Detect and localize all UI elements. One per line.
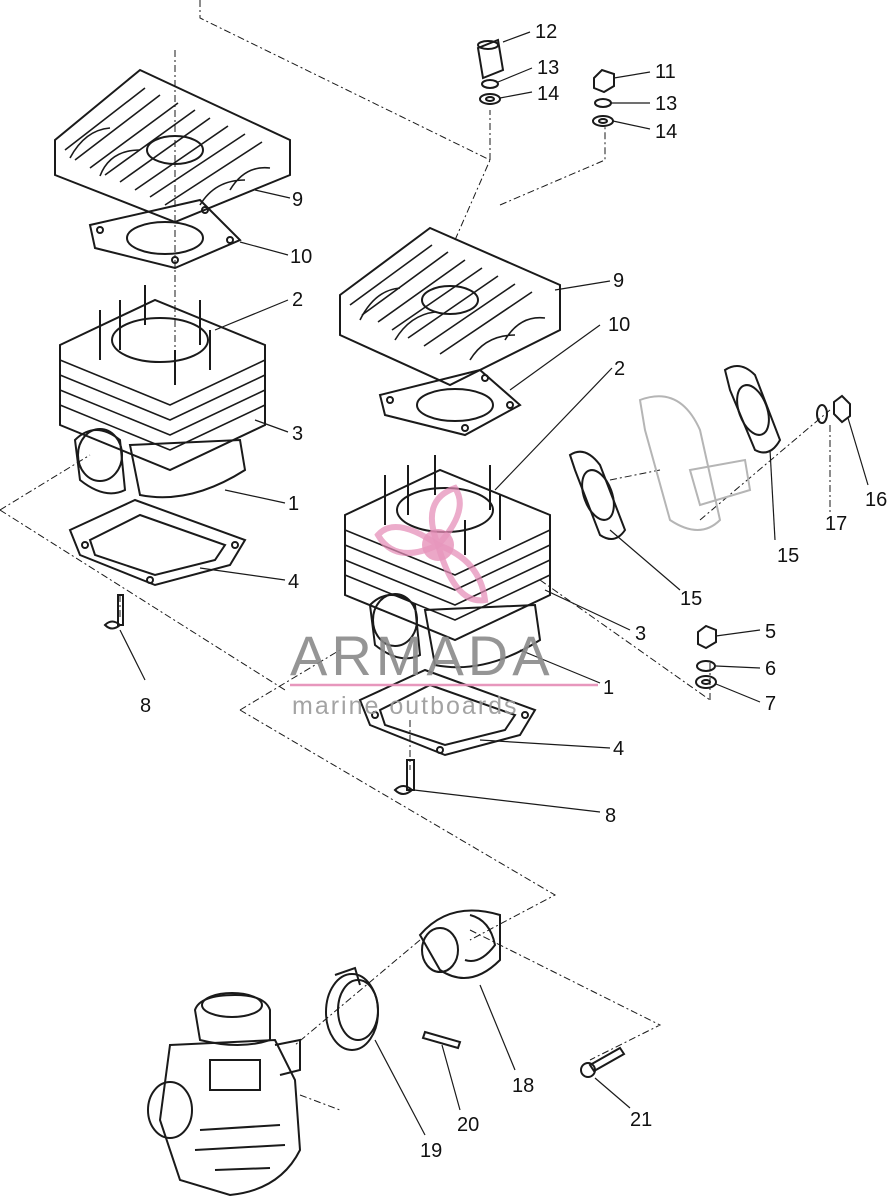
callout-5: 5 <box>765 621 776 643</box>
right-cylinder <box>344 455 551 669</box>
left-cylinder <box>59 285 266 499</box>
callout-13: 13 <box>655 93 677 115</box>
callout-8: 8 <box>140 695 151 717</box>
callout-2: 2 <box>292 289 303 311</box>
callout-16: 16 <box>865 489 887 511</box>
left-base-gasket <box>68 498 247 587</box>
callout-11: 11 <box>655 61 676 83</box>
alignment-lines <box>0 0 831 1111</box>
callout-1: 1 <box>288 493 299 515</box>
callout-13: 13 <box>537 57 559 79</box>
screw-21 <box>580 1046 626 1078</box>
callout-14: 14 <box>655 121 677 143</box>
callout-18: 18 <box>512 1075 534 1097</box>
washer-14-left <box>479 93 501 105</box>
watermark-brand: ARMADA <box>290 624 554 687</box>
nut-16 <box>833 394 851 424</box>
callout-10: 10 <box>290 246 312 268</box>
watermark-tagline: marine outboards <box>292 692 519 720</box>
nut-12 <box>476 38 505 80</box>
callout-labels: 12 13 14 11 13 14 9 10 2 3 1 4 8 9 10 2 … <box>140 21 887 1162</box>
callout-7: 7 <box>765 693 776 715</box>
callout-6: 6 <box>765 658 776 680</box>
washer-13-left <box>481 79 499 89</box>
clamp-19 <box>325 966 379 1051</box>
callout-1: 1 <box>603 677 614 699</box>
callout-20: 20 <box>457 1114 479 1136</box>
right-head-gasket <box>378 368 522 437</box>
callout-19: 19 <box>420 1140 442 1162</box>
left-cylinder-head <box>54 68 291 224</box>
exhaust-gasket-right <box>723 365 782 454</box>
callout-4: 4 <box>288 571 299 593</box>
washer-6 <box>696 660 716 672</box>
exhaust-manifold-ghost <box>638 395 752 531</box>
callout-12: 12 <box>535 21 557 43</box>
nut-5 <box>697 624 717 650</box>
callout-3: 3 <box>292 423 303 445</box>
washer-14-right <box>592 115 614 127</box>
propeller-logo-icon <box>374 484 489 604</box>
left-stud <box>103 594 124 630</box>
callout-2: 2 <box>614 358 625 380</box>
callout-10: 10 <box>608 314 630 336</box>
left-head-gasket <box>88 198 242 270</box>
exhaust-gasket-center <box>568 450 627 540</box>
callout-8: 8 <box>605 805 616 827</box>
intake-adapter-18 <box>418 909 501 979</box>
callout-15: 15 <box>680 588 702 610</box>
washer-7 <box>695 675 717 689</box>
leader-lines <box>119 31 869 1136</box>
callout-9: 9 <box>613 270 624 292</box>
callout-15: 15 <box>777 545 799 567</box>
callout-17: 17 <box>825 513 847 535</box>
callout-9: 9 <box>292 189 303 211</box>
carburetor <box>147 992 302 1197</box>
callout-4: 4 <box>613 738 624 760</box>
screw-20 <box>421 1030 462 1050</box>
washer-17 <box>816 404 828 424</box>
callout-14: 14 <box>537 83 559 105</box>
callout-21: 21 <box>630 1109 652 1131</box>
right-stud <box>393 759 415 795</box>
callout-3: 3 <box>635 623 646 645</box>
washer-13-right <box>594 98 612 108</box>
nut-11 <box>593 68 615 94</box>
right-cylinder-head <box>339 226 561 387</box>
watermark: ARMADA marine outboards <box>290 484 598 720</box>
